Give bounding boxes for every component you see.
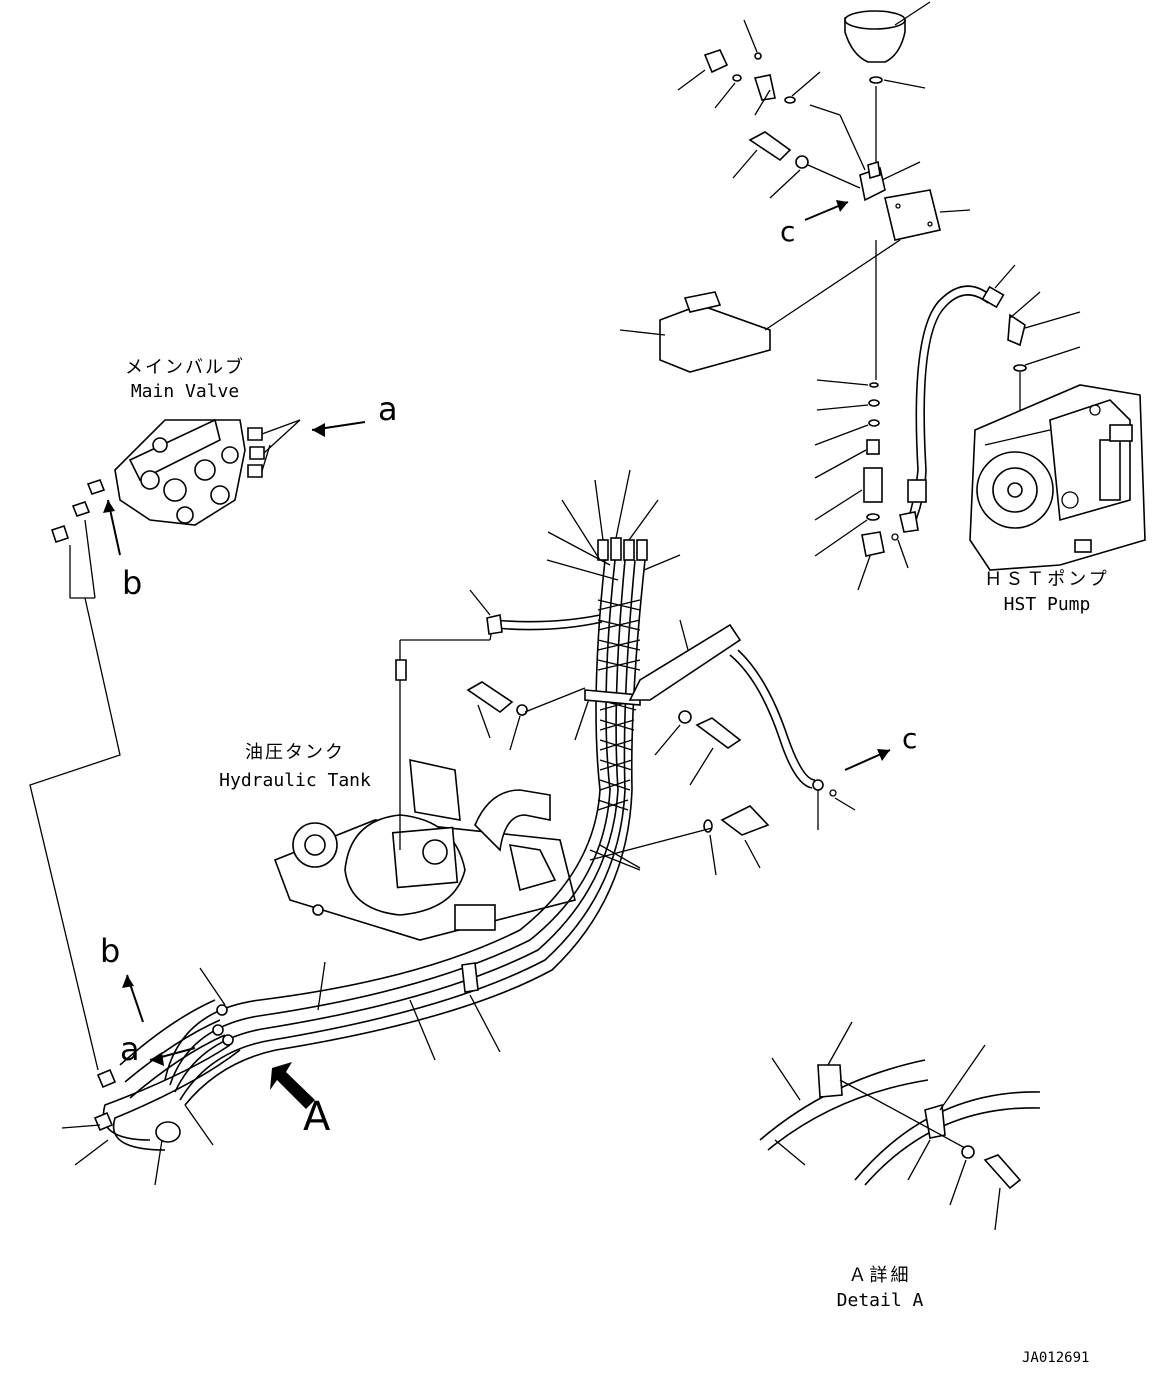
callout-a-top: a: [378, 390, 398, 428]
callout-c-top: c: [780, 215, 795, 248]
main-valve: [50, 418, 366, 599]
accumulator-assembly: c: [677, 1, 971, 248]
callout-A: A: [303, 1094, 331, 1140]
hst-pump-en-label: HST Pump: [1004, 594, 1091, 615]
tank-jp-label: 油圧タンク: [245, 742, 345, 763]
tank-en-label: Hydraulic Tank: [219, 770, 371, 791]
lower-hose-connections: b a A: [61, 932, 501, 1186]
hst-pump: [969, 384, 1146, 571]
hose-bundle: c: [164, 469, 917, 1106]
mounting-bracket: [619, 239, 901, 373]
callout-a-lower: a: [120, 1030, 140, 1068]
valve-parts-stack: [814, 240, 909, 591]
detail-a: [759, 1021, 1041, 1231]
hst-pump-hose: [899, 264, 1081, 533]
detail-a-en-label: Detail A: [837, 1290, 924, 1311]
leader-line: [29, 597, 121, 1071]
detail-a-jp-label: Ａ詳細: [849, 1265, 912, 1286]
document-id: JA012691: [1022, 1350, 1089, 1366]
hst-pump-jp-label: ＨＳＴポンプ: [984, 569, 1109, 590]
callout-b-left: b: [122, 564, 142, 602]
main-valve-jp-label: メインバルブ: [125, 356, 245, 378]
main-valve-en-label: Main Valve: [131, 381, 239, 402]
callout-c-right: c: [902, 722, 917, 755]
callout-b-lower: b: [100, 932, 120, 970]
hydraulic-tank: [273, 622, 576, 941]
